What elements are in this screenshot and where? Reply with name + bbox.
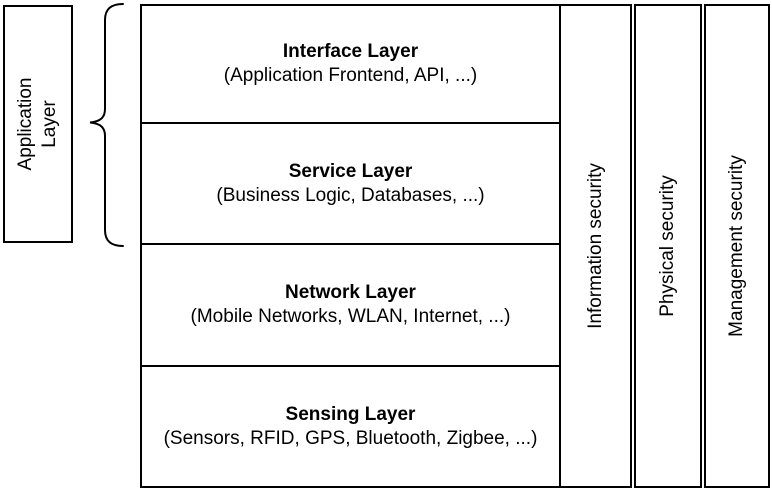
layer-service: Service Layer (Business Logic, Databases… [142,122,559,243]
layer-network: Network Layer (Mobile Networks, WLAN, In… [142,243,559,365]
information-security-label: Information security [584,163,606,329]
security-bar-management: Management security [704,4,770,488]
layer-sensing: Sensing Layer (Sensors, RFID, GPS, Bluet… [142,365,559,486]
service-layer-title: Service Layer [288,160,413,182]
network-layer-subtitle: (Mobile Networks, WLAN, Internet, ...) [190,306,511,327]
service-layer-subtitle: (Business Logic, Databases, ...) [216,184,485,206]
security-bar-physical: Physical security [634,4,702,488]
curly-brace-path [89,3,124,247]
physical-security-label: Physical security [657,175,678,317]
application-layer-label: Application Layer [15,77,60,171]
sensing-layer-title: Sensing Layer [285,403,416,425]
management-security-label: Management security [726,155,747,337]
curly-brace [89,3,124,247]
application-layer-box: Application Layer [3,5,73,243]
layer-stack: Interface Layer (Application Frontend, A… [140,4,561,488]
layer-interface: Interface Layer (Application Frontend, A… [142,6,559,122]
sensing-layer-subtitle: (Sensors, RFID, GPS, Bluetooth, Zigbee, … [163,427,538,449]
network-layer-title: Network Layer [285,282,416,303]
interface-layer-subtitle: (Application Frontend, API, ...) [223,65,478,86]
security-bar-information: Information security [559,4,632,488]
interface-layer-title: Interface Layer [282,41,419,62]
